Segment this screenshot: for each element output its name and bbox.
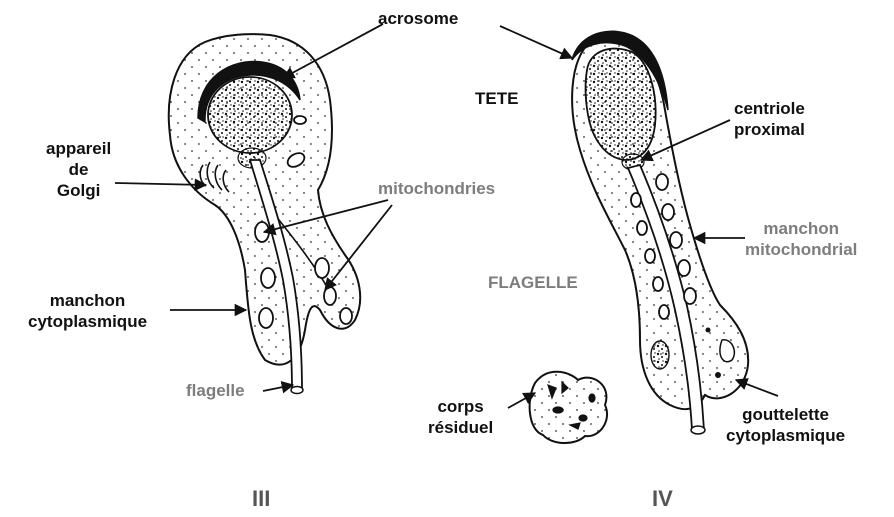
label-mitochondries: mitochondries: [378, 178, 495, 199]
nucleus-iii: [208, 77, 292, 153]
arrow-flagelle: [263, 385, 293, 391]
label-appareil-golgi: appareil de Golgi: [46, 138, 111, 201]
label-flagelle-upper: FLAGELLE: [488, 272, 578, 293]
label-centriole-line1: centriole: [734, 98, 805, 119]
residual-body: [530, 372, 607, 443]
label-manchon-cyto-line2: cytoplasmique: [28, 311, 147, 332]
label-centriole-line2: proximal: [734, 119, 805, 140]
spermatid-stage-iv: [572, 31, 748, 434]
label-flagelle-lower: flagelle: [186, 380, 245, 401]
label-manchon-cyto-line1: manchon: [28, 290, 147, 311]
label-gouttelette-line1: gouttelette: [726, 404, 845, 425]
label-manchon-mitochondrial: manchon mitochondrial: [745, 218, 857, 260]
label-stage-iii: III: [252, 488, 270, 509]
label-manchon-mito-line2: mitochondrial: [745, 239, 857, 260]
label-acrosome: acrosome: [378, 8, 458, 29]
label-manchon-cytoplasmique: manchon cytoplasmique: [28, 290, 147, 332]
label-centriole: centriole proximal: [734, 98, 805, 140]
label-corps-line1: corps: [428, 396, 493, 417]
label-corps-line2: résiduel: [428, 417, 493, 438]
label-gouttelette-line2: cytoplasmique: [726, 425, 845, 446]
label-tete: TETE: [475, 88, 518, 109]
arrow-gouttelette: [736, 380, 778, 396]
label-appareil-line1: appareil: [46, 138, 111, 159]
label-corps-residuel: corps résiduel: [428, 396, 493, 438]
label-appareil-line3: Golgi: [46, 180, 111, 201]
label-manchon-mito-line1: manchon: [745, 218, 857, 239]
label-gouttelette-cytoplasmique: gouttelette cytoplasmique: [726, 404, 845, 446]
label-stage-iv: IV: [652, 488, 673, 509]
label-appareil-line2: de: [46, 159, 111, 180]
arrow-acrosome-iv: [500, 26, 572, 58]
